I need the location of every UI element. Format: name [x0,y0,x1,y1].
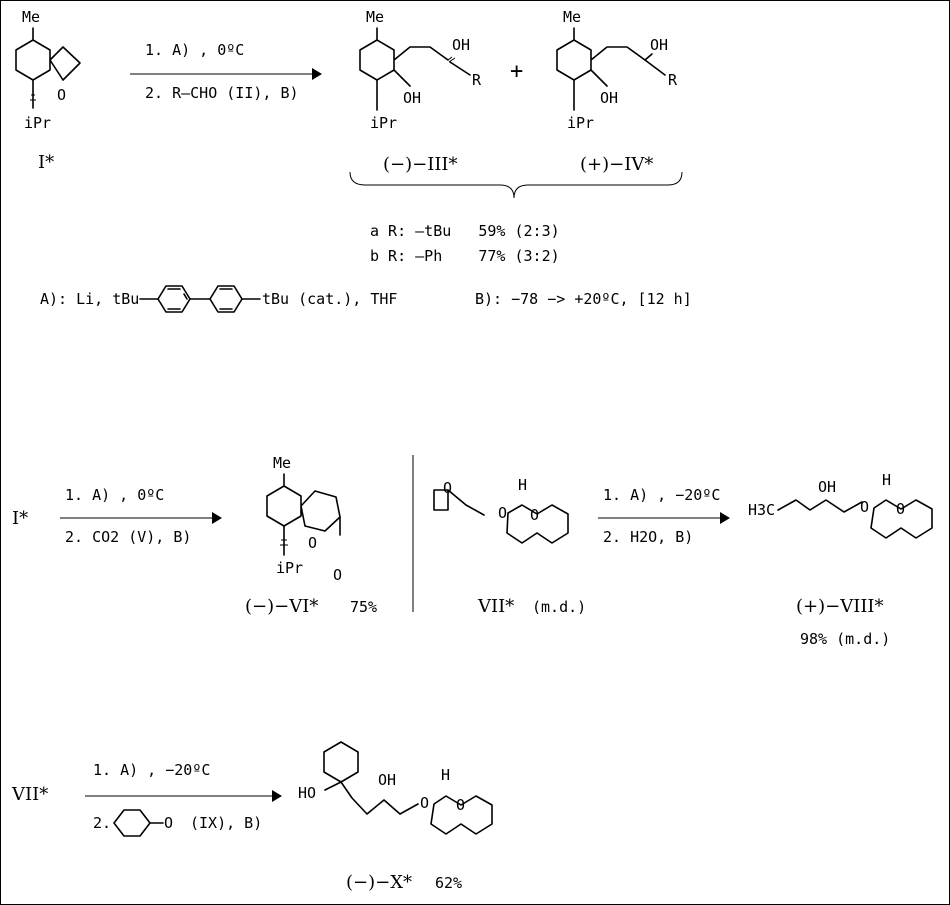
reaction4-step2-prefix: 2. [93,814,111,832]
label-me: Me [22,8,40,26]
label-o: O [164,814,173,832]
compound-I-ref: I* [12,508,28,529]
label-me: Me [366,8,384,26]
compound-VI-yield: 75% [350,598,377,616]
reaction2-arrow: 1. A) , 0ºC 2. CO2 (V), B) [60,486,222,546]
label-o: O [333,566,342,584]
label-h: H [441,766,450,784]
reaction1-step2: 2. R—CHO (II), B) [145,84,299,102]
label-o: O [308,534,317,552]
label-ipr: iPr [24,114,51,132]
label-oh: OH [818,478,836,496]
compound-VIII: H3C OH O H O (+)−VIII* 98% (m.d.) [748,471,933,648]
compound-VII-label: VII* [477,596,514,617]
compound-III-label: (−)−III* [383,154,458,175]
label-o: O [456,796,465,814]
compound-X: HO OH O H O (−)−X* 62% [298,741,493,893]
label-h3c: H3C [748,501,775,519]
reagent-A: A): Li, tBu tBu (cat.), THF [40,285,397,313]
reaction1-step1: 1. A) , 0ºC [145,41,244,59]
label-o: O [420,794,429,812]
label-o: O [443,479,452,497]
compound-VIII-yield: 98% (m.d.) [800,630,890,648]
label-h: H [518,476,527,494]
label-r: R [472,71,482,89]
label-o: O [530,506,539,524]
compound-VII-note: (m.d.) [532,598,586,616]
label-oh: OH [378,771,396,789]
reagent-B: B): −78 −> +20ºC, [12 h] [475,290,692,308]
label-oh: OH [452,36,470,54]
reaction4-arrow: 1. A) , −20ºC 2. O (IX), B) [85,761,282,837]
reagent-A-suffix: tBu (cat.), THF [262,290,397,308]
reaction1-arrow: 1. A) , 0ºC 2. R—CHO (II), B) [130,41,322,102]
cyclohexanone [113,809,164,837]
label-o: O [860,498,869,516]
reaction2-step1: 1. A) , 0ºC [65,486,164,504]
label-o: O [896,500,905,518]
result-b: b R: —Ph 77% (3:2) [370,247,560,265]
label-ipr: iPr [276,559,303,577]
compound-X-yield: 62% [435,874,462,892]
reaction3-step2: 2. H2O, B) [603,528,693,546]
label-me: Me [563,8,581,26]
label-ipr: iPr [370,114,397,132]
compound-VII: O O H O VII* (m.d.) [433,476,586,617]
label-r: R [668,71,678,89]
compound-I: Me O iPr I* [15,8,81,173]
label-ipr: iPr [567,114,594,132]
compound-VI: Me O O iPr (−)−VI* 75% [245,454,377,617]
reaction2-step2: 2. CO2 (V), B) [65,528,191,546]
reaction4-step2-suffix: (IX), B) [190,814,262,832]
label-o: O [57,86,66,104]
label-ho: HO [298,784,316,802]
compound-VIII-label: (+)−VIII* [796,596,884,617]
label-oh: OH [650,36,668,54]
label-oh: OH [600,89,618,107]
reagent-A-prefix: A): Li, tBu [40,290,139,308]
label-oh: OH [403,89,421,107]
plus-sign: + [510,59,523,84]
compound-III: Me OH R OH iPr (−)−III* [359,8,482,175]
product-brace [349,171,683,199]
compound-VII-ref: VII* [11,784,48,805]
compound-X-label: (−)−X* [346,872,412,893]
label-o: O [498,504,507,522]
reaction3-step1: 1. A) , −20ºC [603,486,720,504]
reaction3-arrow: 1. A) , −20ºC 2. H2O, B) [598,486,730,546]
compound-VI-label: (−)−VI* [245,596,318,617]
result-a: a R: —tBu 59% (2:3) [370,222,560,240]
label-h: H [882,471,891,489]
compound-IV-label: (+)−IV* [580,154,653,175]
compound-IV: Me OH R OH iPr (+)−IV* [556,8,678,175]
label-me: Me [273,454,291,472]
reaction4-step1: 1. A) , −20ºC [93,761,210,779]
compound-I-label: I* [38,152,54,173]
